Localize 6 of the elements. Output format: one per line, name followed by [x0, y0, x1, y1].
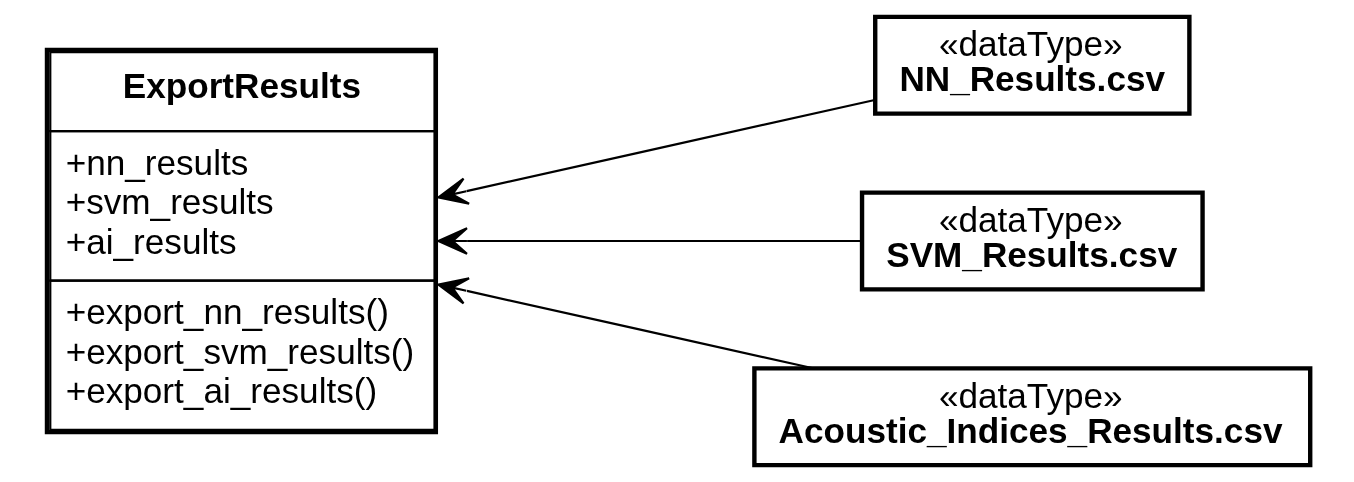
node-box: «dataType» NN_Results.csv — [872, 14, 1192, 116]
arrow — [436, 98, 875, 205]
node-box: «dataType» SVM_Results.csv — [859, 190, 1205, 292]
arrow — [436, 227, 861, 255]
node-box: «dataType» Acoustic_Indices_Results.csv — [751, 366, 1312, 468]
arrow — [436, 277, 813, 370]
